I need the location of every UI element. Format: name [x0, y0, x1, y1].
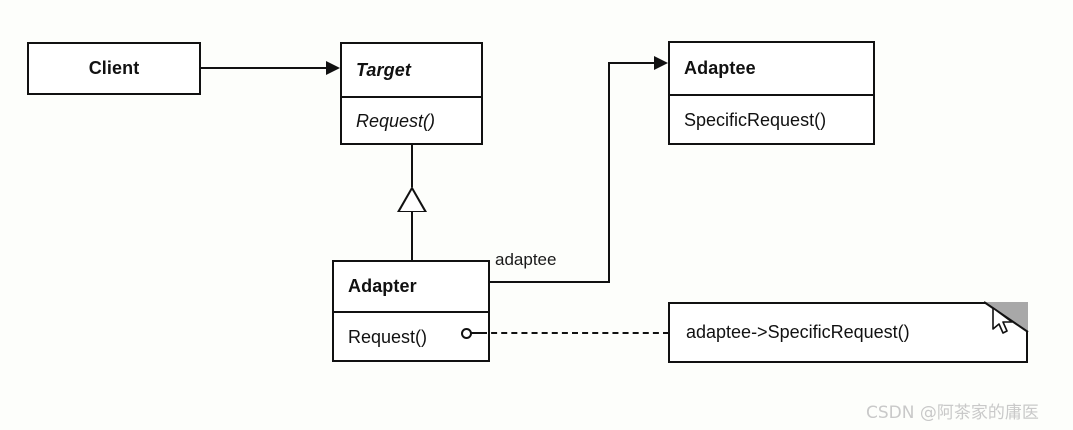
class-name-compartment-target: Target: [342, 44, 481, 96]
arrowhead-client-to-target: [326, 61, 340, 75]
class-operations-compartment-adapter: Request(): [334, 311, 488, 362]
operation-adapter-request: Request(): [348, 327, 428, 347]
connector-adapter-to-target-upper: [411, 145, 413, 187]
lollipop-stem: [471, 332, 481, 334]
association-role-label-adaptee: adaptee: [495, 250, 557, 269]
watermark-text: CSDN @阿茶家的庸医: [866, 403, 1039, 423]
generalization-triangle-adapter-target: [397, 186, 427, 212]
connector-adapter-to-adaptee-horizontal-top: [608, 62, 656, 64]
class-box-target[interactable]: Target Request(): [340, 42, 483, 145]
note-anchor-dashed-line: [481, 332, 669, 334]
class-name-client: Client: [88, 58, 140, 78]
class-name-adaptee: Adaptee: [684, 58, 756, 78]
note-text: adaptee->SpecificRequest(): [686, 322, 910, 342]
class-box-adapter[interactable]: Adapter Request(): [332, 260, 490, 362]
class-name-compartment-adaptee: Adaptee: [670, 43, 873, 94]
operation-adaptee-specificrequest: SpecificRequest(): [684, 110, 827, 130]
class-operations-compartment-target: Request(): [342, 96, 481, 145]
note-fold-corner-icon: [984, 302, 1028, 332]
class-name-compartment-adapter: Adapter: [334, 262, 488, 311]
class-operations-compartment-adaptee: SpecificRequest(): [670, 94, 873, 145]
connector-adapter-to-adaptee-vertical: [608, 62, 610, 283]
connector-adapter-to-target-lower: [411, 211, 413, 260]
class-name-adapter: Adapter: [348, 276, 417, 296]
class-name-target: Target: [356, 59, 411, 80]
connector-client-to-target: [201, 67, 326, 69]
arrowhead-adapter-to-adaptee: [654, 56, 668, 70]
connector-adapter-to-adaptee-horizontal-bottom: [489, 281, 610, 283]
operation-target-request: Request(): [356, 111, 436, 131]
class-box-adaptee[interactable]: Adaptee SpecificRequest(): [668, 41, 875, 145]
note-box-adapter-implementation[interactable]: adaptee->SpecificRequest(): [668, 302, 1028, 363]
class-box-client[interactable]: Client: [27, 42, 201, 95]
class-name-compartment-client: Client: [29, 44, 199, 93]
